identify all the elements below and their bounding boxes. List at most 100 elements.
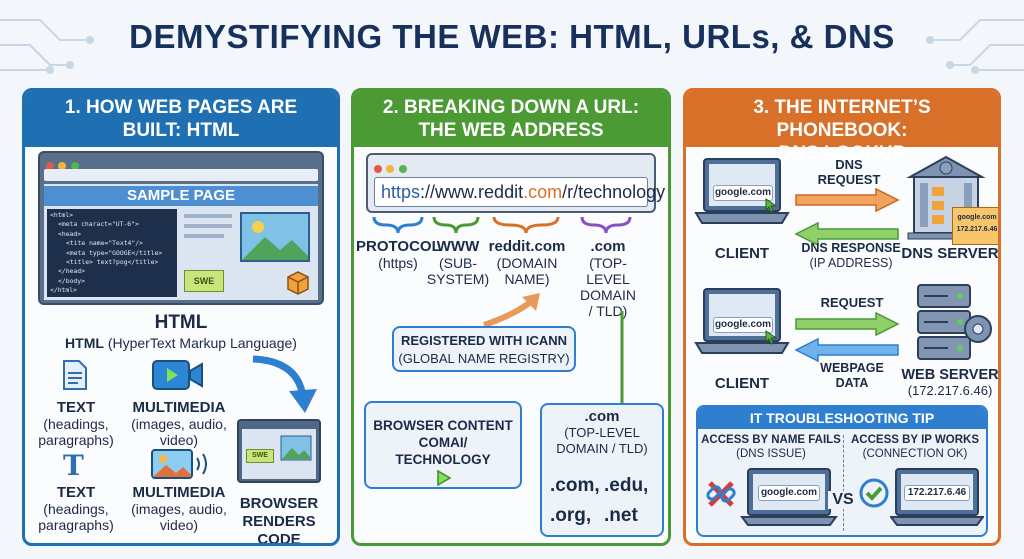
part-title: PROTOCOL [356, 238, 441, 255]
panel-header-line: BUILT: HTML [122, 120, 240, 141]
tld-list: .com,.edu, .org,.net [550, 471, 656, 531]
part-desc: DOMAIN [580, 287, 636, 303]
panel-html: 1. HOW WEB PAGES ARE BUILT: HTML SAMPLE … [22, 88, 340, 546]
code-line: <tite name="Text4"/> [66, 239, 143, 248]
sample-page-banner: SAMPLE PAGE [44, 186, 318, 206]
part-desc: (DOMAIN [496, 255, 558, 271]
code-line: <meta type="GOOGE</title> [66, 248, 163, 257]
client-screen-text: google.com [713, 317, 773, 333]
window-controls [46, 157, 79, 175]
client-label: CLIENT [714, 375, 770, 392]
tld-item: .net [604, 505, 638, 526]
item-title: MULTIMEDIA [132, 399, 226, 416]
check-icon [859, 478, 889, 508]
url-www: ://www. [420, 182, 479, 202]
tld-title: .com [584, 408, 620, 425]
document-icon [63, 360, 87, 390]
dns-note: google.com 172.217.6.46 [952, 207, 998, 245]
dns-server-label: DNS SERVER [901, 245, 999, 262]
dns-response-label: DNS RESPONSE (IP ADDRESS) [796, 241, 906, 271]
part-title: .com [590, 238, 626, 255]
dns-response-line: (IP ADDRESS) [809, 256, 893, 270]
panel-header: 2. BREAKING DOWN A URL: THE WEB ADDRESS [354, 91, 668, 147]
part-desc: / TLD) [588, 303, 628, 319]
code-line: <html> [50, 211, 74, 219]
request-arrow [795, 187, 900, 213]
url-input[interactable]: https://www.reddit.com/r/technology [374, 177, 665, 207]
browser-content-line: BROWSER CONTENT [373, 418, 513, 433]
mini-browser-viewport: SWE [242, 429, 316, 479]
part-desc: NAME) [504, 271, 550, 287]
html-expansion: (HyperText Markup Language) [107, 335, 297, 351]
registered-title: REGISTERED WITH ICANN [400, 333, 568, 348]
code-line: </body> [58, 276, 85, 285]
broken-link-icon [706, 481, 736, 507]
tld-item: .edu, [604, 475, 649, 496]
curved-arrow-icon [252, 355, 317, 413]
panel-header-line: DNS LOOKUP [778, 143, 906, 164]
part-desc: (https) [378, 255, 418, 271]
item-desc: (headings, [43, 501, 109, 517]
browser-content-line: TECHNOLOGY [395, 452, 491, 467]
panel-header-line: 2. BREAKING DOWN A URL: [382, 97, 640, 118]
dns-note-line: 172.217.6.46 [956, 226, 998, 233]
renders-line: BROWSER [239, 495, 319, 512]
tip-left-screen: google.com [758, 485, 820, 501]
item-desc: (images, audio, [131, 416, 227, 432]
tip-right-desc: (CONNECTION OK) [862, 448, 968, 460]
address-bar[interactable] [44, 169, 318, 181]
mini-browser: SWE [237, 419, 321, 483]
client-label: CLIENT [714, 245, 770, 262]
dns-request-line: REQUEST [817, 172, 881, 187]
code-line: <head> [58, 229, 82, 238]
dns-note-line: google.com [957, 214, 997, 221]
item-text-2: TEXT (headings, paragraphs) [30, 484, 122, 534]
request-arrow [795, 311, 900, 337]
browser-renders-label: BROWSER RENDERS CODE [221, 495, 337, 543]
panel-url: 2. BREAKING DOWN A URL: THE WEB ADDRESS … [351, 88, 671, 546]
panel-header: 3. THE INTERNET’S PHONEBOOK: DNS LOOKUP [686, 91, 998, 164]
item-title: TEXT [56, 484, 96, 501]
item-desc: paragraphs) [38, 432, 114, 448]
webpage-data-label: WEBPAGE DATA [804, 361, 900, 391]
part-domain: reddit.com (DOMAIN NAME) [480, 238, 574, 288]
panel-dns: 3. THE INTERNET’S PHONEBOOK: DNS LOOKUP … [683, 88, 1001, 546]
item-title: MULTIMEDIA [132, 484, 226, 501]
code-editor: <html> <meta charact="UT-6"> <head> <tit… [47, 209, 177, 297]
part-title: reddit.com [488, 238, 566, 255]
part-www: WWW (SUB- SYSTEM) [426, 238, 490, 288]
tip-left-title: ACCESS BY NAME FAILS [701, 434, 841, 446]
vs-label: VS [828, 491, 858, 509]
url-browser: https://www.reddit.com/r/technology [366, 153, 665, 213]
box-icon [287, 271, 309, 295]
dns-server-building-icon [906, 155, 986, 240]
part-desc: SYSTEM) [426, 271, 490, 287]
part-desc: (SUB- [438, 255, 478, 271]
page-title: DEMYSTIFYING THE WEB: HTML, URLs, & DNS [129, 18, 895, 55]
mini-swe-badge: SWE [246, 449, 274, 463]
registered-box: REGISTERED WITH ICANN (GLOBAL NAME REGIS… [392, 326, 576, 372]
web-server-label: WEB SERVER (172.217.6.46) [898, 367, 998, 399]
tld-desc: (TOP-LEVEL [564, 425, 640, 440]
cursor-icon [765, 330, 778, 345]
image-icon [240, 212, 310, 262]
url-braces [372, 216, 632, 234]
browser-content-box: BROWSER CONTENT COMAI/ TECHNOLOGY [364, 401, 522, 489]
panel-header-line: THE WEB ADDRESS [418, 120, 604, 141]
dns-request-line: DNS [835, 157, 863, 172]
dns-response-line: DNS RESPONSE [801, 241, 901, 255]
code-line: <meta charact="UT-6"> [58, 220, 139, 229]
browser-content-line: COMAI/ [418, 435, 468, 450]
text-t-icon: T [63, 449, 84, 482]
part-desc: (TOP-LEVEL [586, 255, 630, 287]
code-line: <title> text?pog</title> [66, 258, 159, 267]
url-path: /r/technology [562, 182, 666, 202]
client-screen-text: google.com [713, 185, 773, 201]
swe-badge: SWE [184, 270, 224, 292]
tld-item: .com, [550, 475, 600, 496]
item-multimedia-2: MULTIMEDIA (images, audio, video) [122, 484, 236, 534]
url-protocol: https [381, 182, 421, 202]
mini-image-icon [280, 435, 312, 461]
html-abbr: HTML [65, 335, 104, 351]
item-desc: (images, audio, [131, 501, 227, 517]
